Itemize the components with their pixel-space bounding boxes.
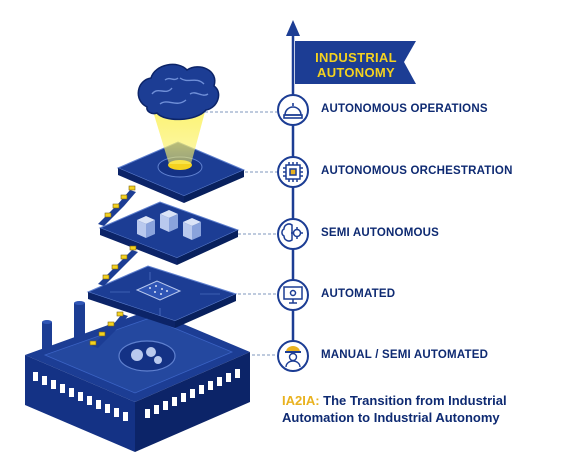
caption-line-2: Automation to Industrial Autonomy xyxy=(282,410,500,425)
level-label-autonomous-orchestration: AUTONOMOUS ORCHESTRATION xyxy=(321,165,513,177)
timeline-axis xyxy=(286,20,300,372)
staircase-3 xyxy=(89,311,128,348)
microchip-icon xyxy=(135,280,182,301)
level-label-automated: AUTOMATED xyxy=(321,288,396,300)
axis-arrow-icon xyxy=(286,20,300,36)
flag-line-1: INDUSTRIAL xyxy=(315,50,397,65)
server-rack-icons xyxy=(137,210,201,240)
light-beam xyxy=(152,108,206,164)
caption-line-1: IA2IA: The Transition from Industrial xyxy=(282,392,507,409)
level-icon-autonomous-orchestration xyxy=(277,156,309,188)
level-icon-manual xyxy=(277,340,309,372)
worker-icon xyxy=(285,346,301,368)
level-label-semi-autonomous: SEMI AUTONOMOUS xyxy=(321,227,440,239)
robot-units xyxy=(89,311,124,346)
robot-units xyxy=(102,245,137,280)
monitor-gear-icon xyxy=(283,286,303,304)
level-icon-autonomous-operations xyxy=(277,94,309,126)
level-icon-semi-autonomous xyxy=(277,218,309,250)
level-icon-automated xyxy=(277,279,309,311)
staircase-1 xyxy=(98,185,136,226)
chip-icon xyxy=(283,162,303,182)
caption: IA2IA: The Transition from Industrial Au… xyxy=(282,392,507,426)
connector-lines xyxy=(200,111,277,356)
industrial-autonomy-flag xyxy=(295,41,416,84)
layer-semi-autonomous xyxy=(98,201,240,265)
factory-base xyxy=(25,301,250,452)
caption-lead: IA2IA: xyxy=(282,393,320,408)
staircase-2 xyxy=(98,245,138,286)
robot-dome-icon xyxy=(283,103,303,119)
robot-units xyxy=(104,185,136,218)
level-label-autonomous-operations: AUTONOMOUS OPERATIONS xyxy=(321,103,488,115)
flag-line-2: AUTONOMY xyxy=(317,65,395,80)
flag-title: INDUSTRIAL AUTONOMY xyxy=(306,50,406,80)
brain-gear-icon xyxy=(281,223,303,242)
gears-icon xyxy=(131,347,162,364)
level-label-manual-semi-automated: MANUAL / SEMI AUTOMATED xyxy=(321,349,489,361)
brain-icon xyxy=(137,63,220,121)
layer-automated xyxy=(86,265,238,328)
caption-text-1: The Transition from Industrial xyxy=(319,393,507,408)
